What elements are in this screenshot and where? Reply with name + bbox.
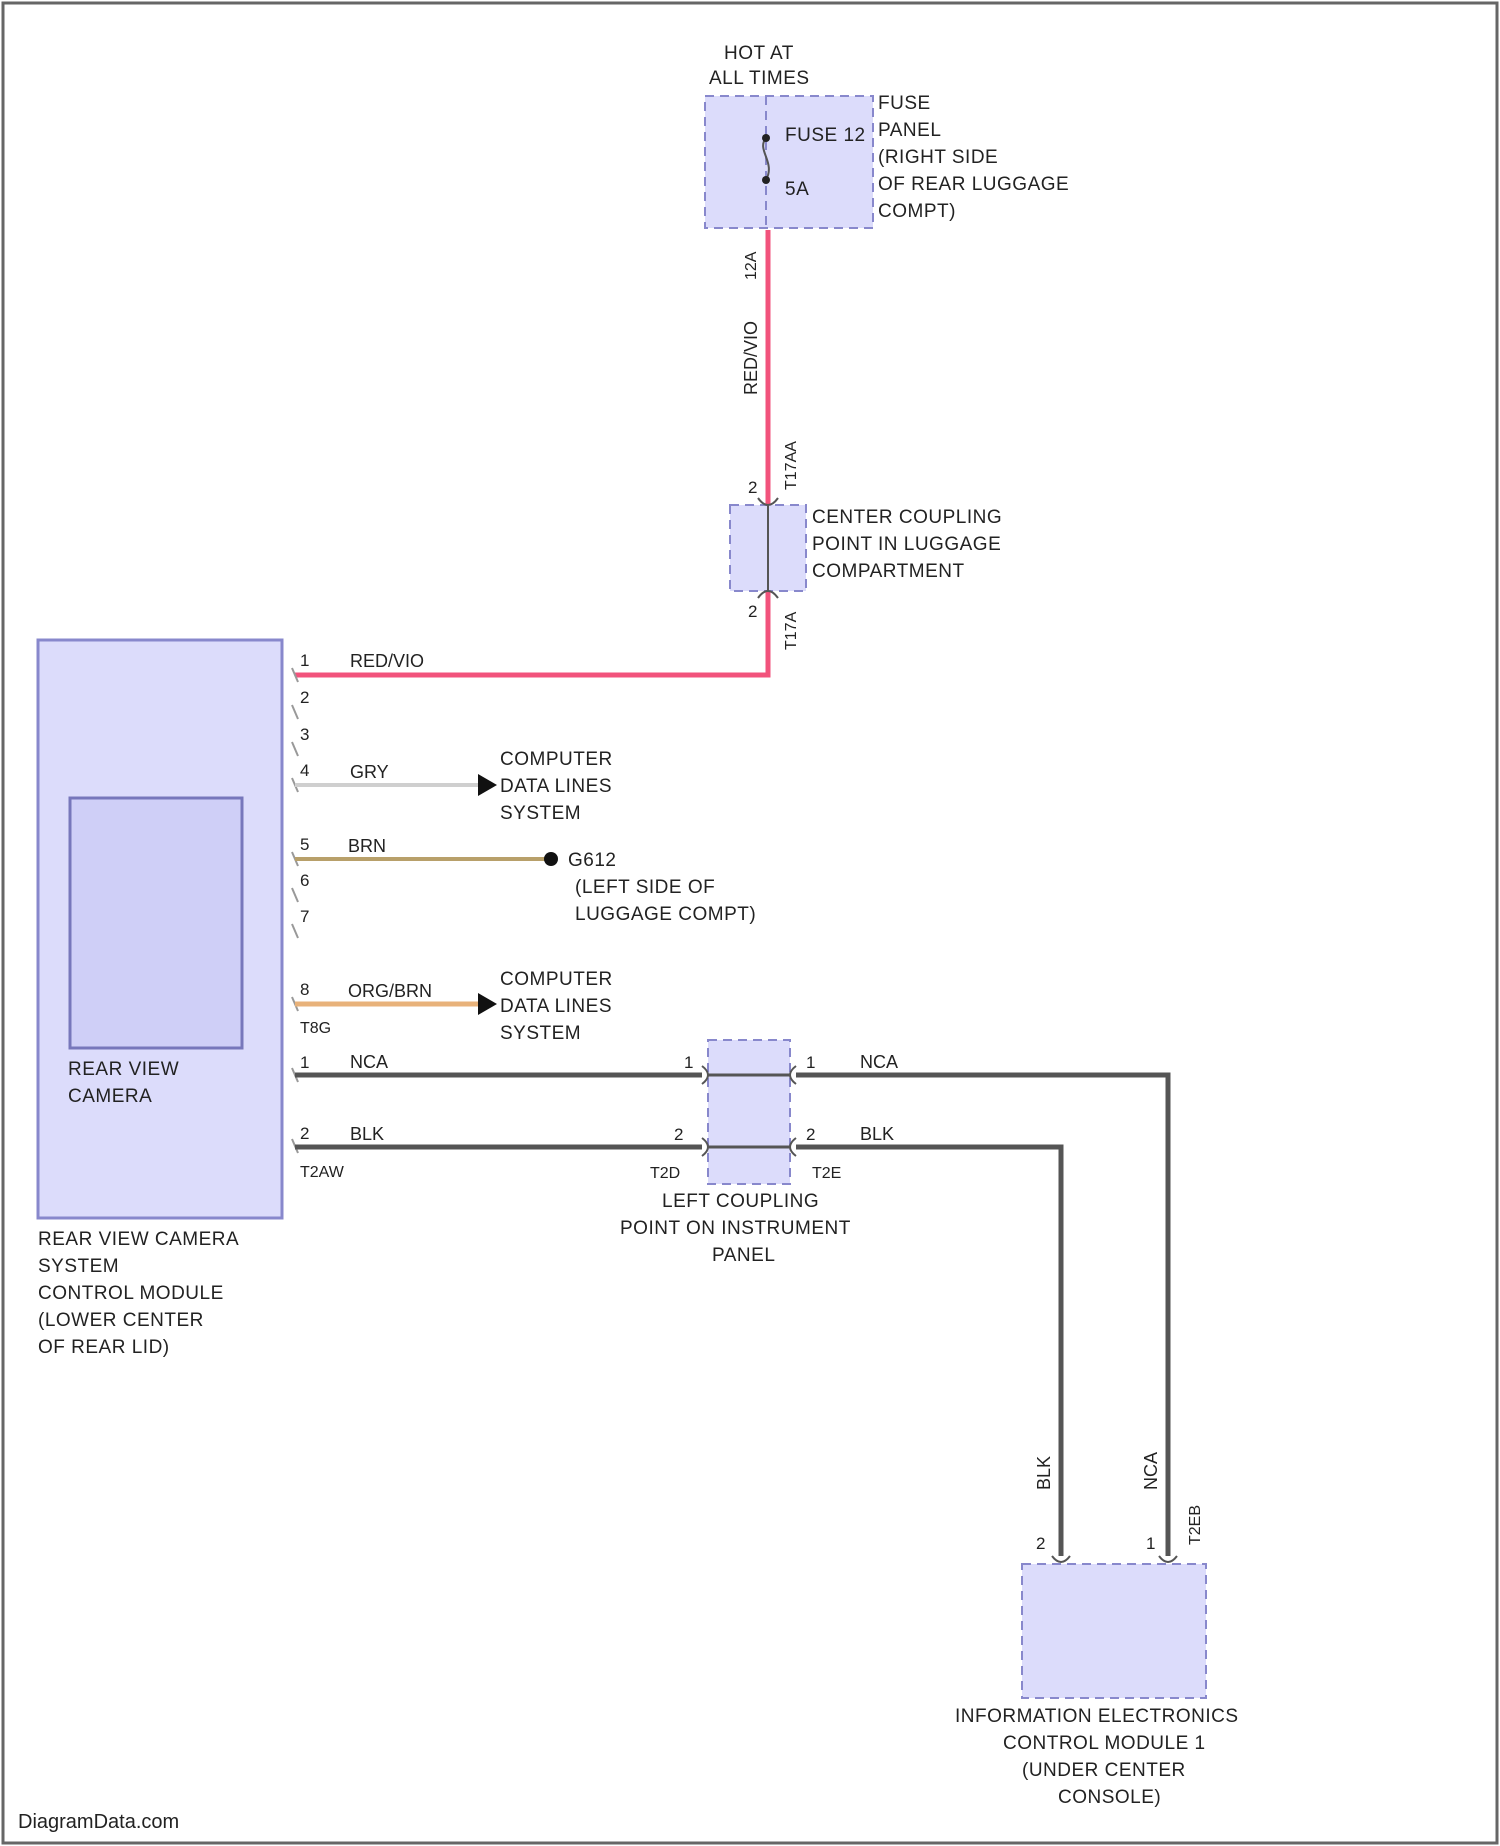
ground-label-line3: LUGGAGE COMPT) [575,904,756,925]
left-coupling-left-pin-2: 2 [674,1125,683,1144]
camera-lower-pin-1: 1 [300,1053,309,1072]
wire-blk-right [796,1147,1061,1556]
center-coupling-lower-pin: 2 [748,602,757,621]
data1-label-line3: SYSTEM [500,803,581,824]
camera-lower-pin-2: 2 [300,1124,309,1143]
camera-inner-label-line1: REAR VIEW [68,1059,179,1080]
fuse-location-line5: COMPT) [878,201,956,222]
wire-label-blk-left: BLK [350,1124,384,1144]
footer-watermark: DiagramData.com [18,1811,179,1833]
camera-pin-7: 7 [300,907,309,926]
arrow-icon-data2 [478,993,497,1015]
camera-module-label-line3: CONTROL MODULE [38,1283,224,1304]
information-electronics-control-module [1022,1556,1206,1698]
wire-label-redvio-horizontal: RED/VIO [350,651,424,671]
info-module-label-line2: CONTROL MODULE 1 [1003,1733,1206,1754]
camera-pin-4: 4 [300,761,309,780]
center-coupling-upper-connector: T17AA [783,441,800,490]
info-module-label-line4: CONSOLE) [1058,1787,1161,1808]
supply-label-line1: HOT AT [724,43,794,64]
fuse-location-line1: FUSE [878,93,931,114]
fuse-terminal: 12A [743,251,760,280]
camera-inner-label-line2: CAMERA [68,1086,152,1107]
wire-label-brn: BRN [348,836,386,856]
camera-pin-2: 2 [300,688,309,707]
ground-label-line1: G612 [568,850,616,871]
center-coupling-label-line3: COMPARTMENT [812,561,965,582]
fuse-location-line3: (RIGHT SIDE [878,147,998,168]
data1-label-line2: DATA LINES [500,776,612,797]
left-coupling-point [702,1040,796,1184]
info-module-label-line1: INFORMATION ELECTRONICS [955,1706,1239,1727]
camera-upper-connector: T8G [300,1020,331,1037]
fuse-rating: 5A [785,179,809,200]
camera-pin-3: 3 [300,725,309,744]
camera-module-label-line1: REAR VIEW CAMERA [38,1229,239,1250]
left-coupling-left-connector: T2D [650,1165,680,1182]
data2-label-line3: SYSTEM [500,1023,581,1044]
rear-view-camera-control-module [38,640,282,1218]
wire-label-blk-vertical: BLK [1034,1456,1054,1490]
data2-label-line2: DATA LINES [500,996,612,1017]
data2-label-line1: COMPUTER [500,969,613,990]
center-coupling-lower-connector: T17A [783,611,800,650]
rear-view-camera [70,798,242,1048]
wire-label-gry: GRY [350,762,389,782]
info-module-pin-2: 2 [1036,1534,1045,1553]
camera-pin-5: 5 [300,835,309,854]
fuse-panel [705,96,873,228]
center-coupling-label-line2: POINT IN LUGGAGE [812,534,1001,555]
camera-module-label-line4: (LOWER CENTER [38,1310,204,1331]
info-module-connector: T2EB [1187,1505,1204,1545]
fuse-location-line2: PANEL [878,120,941,141]
data1-label-line1: COMPUTER [500,749,613,770]
info-module-pin-1: 1 [1146,1534,1155,1553]
center-coupling-point [730,498,806,598]
left-coupling-right-pin-1: 1 [806,1053,815,1072]
camera-pin-8: 8 [300,980,309,999]
camera-module-label-line5: OF REAR LID) [38,1337,170,1358]
camera-module-label-line2: SYSTEM [38,1256,119,1277]
wire-label-nca-left: NCA [350,1052,388,1072]
left-coupling-right-connector: T2E [812,1165,841,1182]
left-coupling-label-line3: PANEL [712,1245,775,1266]
fuse-location-line4: OF REAR LUGGAGE [878,174,1069,195]
info-module-label-line3: (UNDER CENTER [1022,1760,1186,1781]
left-coupling-right-pin-2: 2 [806,1125,815,1144]
wire-label-nca-right: NCA [860,1052,898,1072]
ground-label-line2: (LEFT SIDE OF [575,877,715,898]
wire-label-nca-vertical: NCA [1141,1452,1161,1490]
wire-label-orgbrn: ORG/BRN [348,981,432,1001]
left-coupling-label-line1: LEFT COUPLING [662,1191,819,1212]
wire-label-blk-right: BLK [860,1124,894,1144]
camera-module-pin-ticks [292,668,298,1153]
camera-pin-1: 1 [300,651,309,670]
center-coupling-label-line1: CENTER COUPLING [812,507,1002,528]
fuse-name: FUSE 12 [785,125,866,146]
ground-point-icon [544,852,558,866]
center-coupling-upper-pin: 2 [748,478,757,497]
camera-lower-connector: T2AW [300,1164,345,1181]
arrow-icon-data1 [478,774,497,796]
left-coupling-left-pin-1: 1 [684,1053,693,1072]
camera-pin-6: 6 [300,871,309,890]
left-coupling-label-line2: POINT ON INSTRUMENT [620,1218,851,1239]
supply-label-line2: ALL TIMES [709,68,810,89]
wire-label-redvio-vertical: RED/VIO [741,321,761,395]
